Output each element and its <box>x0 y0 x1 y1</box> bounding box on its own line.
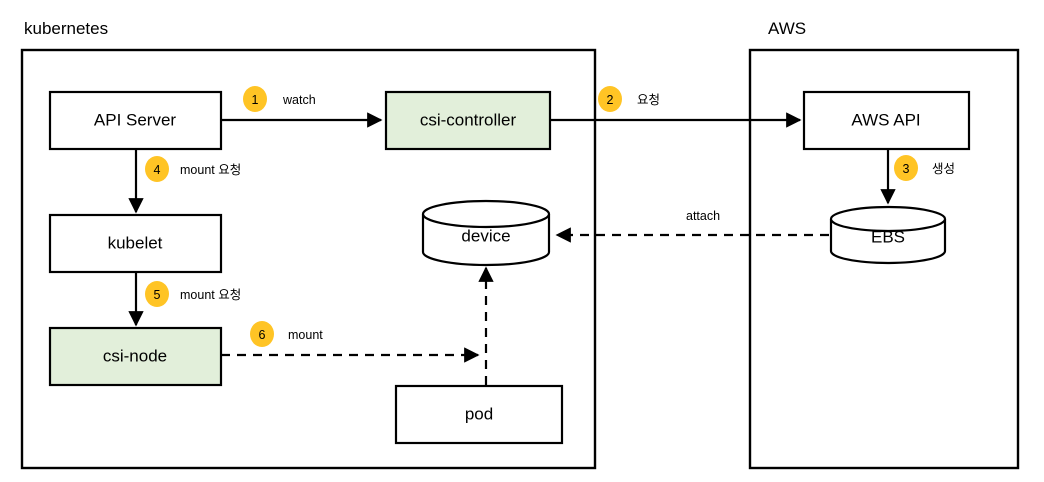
edge-label-mount-request-kubelet: mount 요청 <box>180 163 241 177</box>
badge-number-5: 5 <box>154 288 161 302</box>
badge-circle-2 <box>598 86 622 112</box>
node-label-ebs: EBS <box>871 227 905 246</box>
step-badge-1: 1 <box>243 86 267 112</box>
badge-number-1: 1 <box>252 93 259 107</box>
edge-label-mount-request-csinode: mount 요청 <box>180 288 241 302</box>
step-badge-5: 5 <box>145 281 169 307</box>
badge-circle-3 <box>894 155 918 181</box>
step-badge-3: 3 <box>894 155 918 181</box>
group-label-kubernetes: kubernetes <box>24 19 108 38</box>
node-csi-node[interactable] <box>48 326 223 387</box>
node-label-csi-controller: csi-controller <box>420 110 517 129</box>
edge-label-request: 요청 <box>637 93 660 107</box>
ebs-cylinder-top <box>829 205 947 233</box>
node-ebs[interactable] <box>829 205 947 265</box>
edge-label-create: 생성 <box>932 162 955 176</box>
node-csi-controller[interactable] <box>384 90 552 151</box>
node-aws-api[interactable] <box>802 90 971 151</box>
group-box-aws <box>748 48 1020 470</box>
badge-circle-5 <box>145 281 169 307</box>
step-badge-2: 2 <box>598 86 622 112</box>
node-kubelet[interactable] <box>48 213 223 274</box>
step-badge-4: 4 <box>145 156 169 182</box>
node-api-server[interactable] <box>48 90 223 151</box>
edge-label-attach: attach <box>686 209 720 223</box>
node-label-device: device <box>461 226 510 245</box>
group-label-aws: AWS <box>768 19 806 38</box>
group-box-kubernetes <box>20 48 597 470</box>
node-pod[interactable] <box>394 384 564 445</box>
device-cylinder-body <box>421 214 551 267</box>
badge-circle-4 <box>145 156 169 182</box>
step-badge-6: 6 <box>250 321 274 347</box>
badge-number-4: 4 <box>154 163 161 177</box>
device-cylinder-top <box>421 199 551 229</box>
edge-label-watch: watch <box>282 93 316 107</box>
node-label-kubelet: kubelet <box>108 233 163 252</box>
badge-number-2: 2 <box>607 93 614 107</box>
edge-label-mount: mount <box>288 328 323 342</box>
node-label-csi-node: csi-node <box>103 346 167 365</box>
badge-circle-6 <box>250 321 274 347</box>
node-label-aws-api: AWS API <box>851 110 920 129</box>
node-device[interactable] <box>421 199 551 267</box>
badge-circle-1 <box>243 86 267 112</box>
node-label-api-server: API Server <box>94 110 177 129</box>
node-label-pod: pod <box>465 404 493 423</box>
badge-number-3: 3 <box>903 162 910 176</box>
badge-number-6: 6 <box>259 328 266 342</box>
